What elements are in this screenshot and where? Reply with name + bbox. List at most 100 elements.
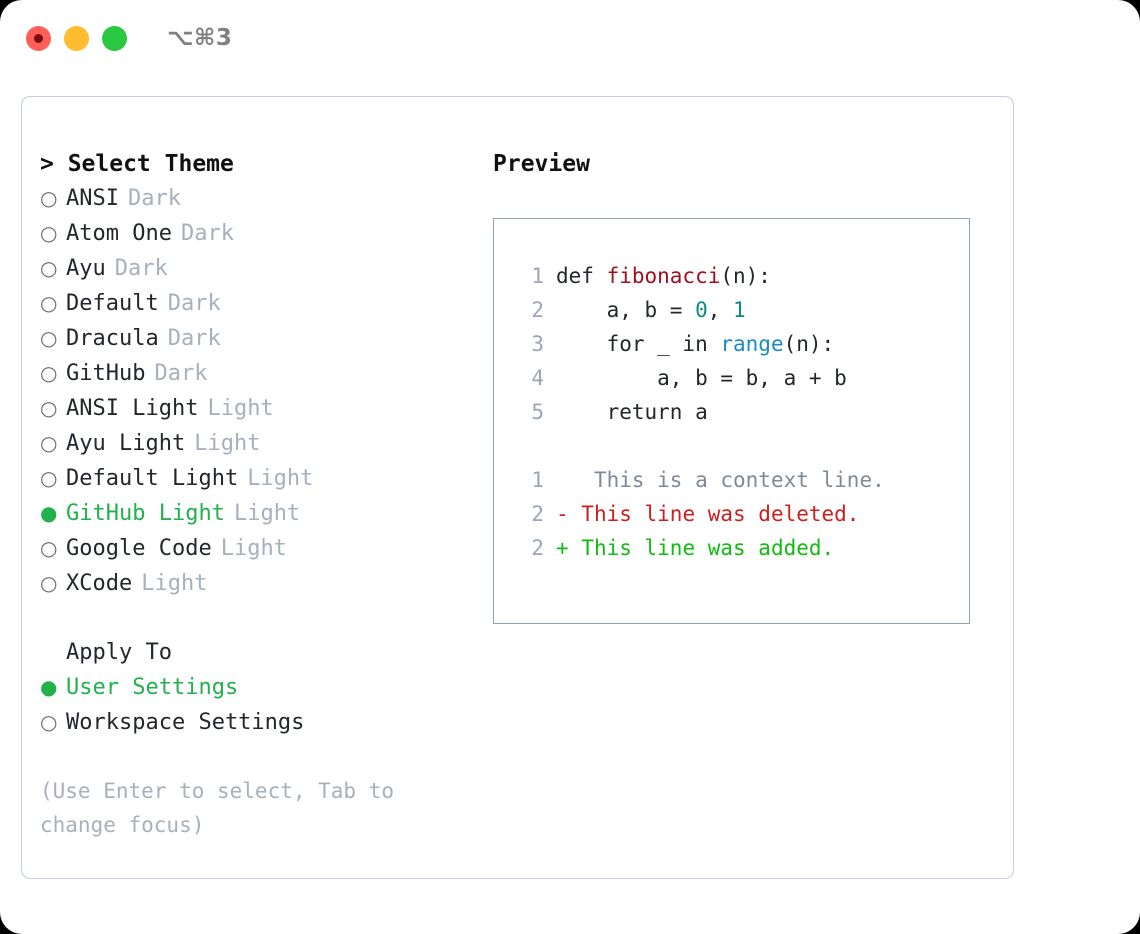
theme-category-tag: Dark — [180, 221, 234, 246]
theme-option-label: Atom One — [66, 221, 172, 246]
theme-category-tag: Light — [233, 501, 301, 526]
theme-option-ansi[interactable]: ○ ANSI Dark — [40, 181, 492, 216]
theme-category-tag: Light — [220, 536, 287, 561]
theme-option-label: Google Code — [66, 536, 212, 561]
code-line-text: a, b = b, a + b — [556, 361, 847, 395]
close-button[interactable] — [26, 25, 51, 51]
code-line: 1 def fibonacci(n): — [514, 259, 969, 293]
code-token-fn: fibonacci — [606, 264, 721, 288]
theme-panel-heading: > Select Theme — [40, 151, 234, 177]
theme-category-tag: Dark — [114, 256, 168, 281]
theme-category-tag: Dark — [167, 326, 221, 351]
theme-option-label: GitHub — [66, 361, 146, 386]
theme-option-label: Default — [66, 291, 159, 316]
code-token-plain: a, b = b, a + b — [556, 366, 847, 390]
code-token-plain: (n): — [783, 332, 835, 356]
code-line: 5 return a — [514, 395, 969, 429]
radio-unselected-icon: ○ — [40, 571, 58, 595]
line-number: 1 — [531, 468, 544, 492]
code-line: 4 a, b = b, a + b — [514, 361, 969, 395]
code-token-num: 1 — [733, 298, 746, 322]
theme-option-label: ANSI Light — [66, 396, 199, 421]
code-line-text: for _ in range(n): — [556, 327, 835, 361]
line-number: 4 — [531, 366, 544, 390]
diff-line-context: 1 This is a context line. — [514, 463, 969, 497]
zoom-button[interactable] — [102, 25, 127, 51]
theme-category-tag: Light — [194, 431, 261, 456]
apply-to-heading: Apply To — [66, 640, 172, 665]
line-number: 2 — [531, 536, 544, 560]
diff-marker: - — [556, 502, 569, 526]
theme-option-atom-one[interactable]: ○ Atom One Dark — [40, 216, 492, 251]
radio-selected-icon: ● — [40, 501, 58, 525]
radio-unselected-icon: ○ — [40, 431, 58, 455]
diff-line-text: This line was added. — [568, 536, 835, 560]
apply-to-option-list[interactable]: ●User Settings○Workspace Settings — [40, 670, 492, 740]
line-number: 5 — [531, 400, 544, 424]
code-line-text: def fibonacci(n): — [556, 259, 771, 293]
apply-to-option-label: Workspace Settings — [66, 710, 305, 735]
theme-option-default[interactable]: ○ Default Dark — [40, 286, 492, 321]
radio-unselected-icon: ○ — [40, 396, 58, 420]
line-number: 3 — [531, 332, 544, 356]
diff-marker — [556, 463, 569, 497]
theme-option-label: ANSI — [66, 186, 119, 211]
radio-unselected-icon: ○ — [40, 186, 58, 210]
theme-option-label: Dracula — [66, 326, 159, 351]
code-token-plain: def — [556, 264, 607, 288]
apply-to-option-user-settings[interactable]: ●User Settings — [40, 670, 492, 705]
radio-unselected-icon: ○ — [40, 326, 58, 350]
theme-category-tag: Light — [247, 466, 314, 491]
diff-line-add: 2+ This line was added. — [514, 531, 969, 565]
theme-option-label: Ayu — [66, 256, 106, 281]
theme-option-xcode[interactable]: ○ XCode Light — [40, 566, 492, 601]
theme-category-tag: Light — [141, 571, 208, 596]
radio-selected-icon: ● — [40, 675, 58, 699]
code-token-call: range — [720, 332, 784, 356]
keyboard-hint: (Use Enter to select, Tab to change focu… — [40, 779, 395, 837]
theme-category-tag: Dark — [167, 291, 221, 316]
radio-unselected-icon: ○ — [40, 221, 58, 245]
theme-category-tag: Dark — [154, 361, 208, 386]
code-token-num: 0 — [695, 298, 708, 322]
apply-to-heading-row: ○ Apply To — [40, 635, 492, 670]
code-token-plain: for _ in — [556, 332, 721, 356]
spacer-bullet: ○ — [40, 635, 66, 669]
theme-option-dracula[interactable]: ○ Dracula Dark — [40, 321, 492, 356]
radio-unselected-icon: ○ — [40, 291, 58, 315]
theme-option-ansi-light[interactable]: ○ ANSI Light Light — [40, 391, 492, 426]
theme-category-tag: Light — [207, 396, 274, 421]
minimize-button[interactable] — [64, 25, 89, 51]
radio-unselected-icon: ○ — [40, 536, 58, 560]
diff-line-del: 2- This line was deleted. — [514, 497, 969, 531]
theme-category-tag: Dark — [127, 186, 181, 211]
theme-option-google-code[interactable]: ○ Google Code Light — [40, 531, 492, 566]
code-line-text: a, b = 0, 1 — [556, 293, 746, 327]
code-line: 2 a, b = 0, 1 — [514, 293, 969, 327]
theme-option-label: Ayu Light — [66, 431, 186, 456]
window-controls — [26, 25, 127, 51]
title-bar: ⌥⌘3 — [0, 0, 1140, 76]
code-token-plain: a, b = — [556, 298, 696, 322]
theme-option-ayu-light[interactable]: ○ Ayu Light Light — [40, 426, 492, 461]
theme-option-label: XCode — [66, 571, 133, 596]
code-token-plain: , — [707, 298, 734, 322]
apply-to-option-workspace-settings[interactable]: ○Workspace Settings — [40, 705, 492, 740]
line-number: 2 — [531, 502, 544, 526]
line-number: 1 — [531, 264, 544, 288]
line-number: 2 — [531, 298, 544, 322]
diff-line-text: This is a context line. — [568, 468, 885, 492]
diff-line-text: This line was deleted. — [568, 502, 860, 526]
code-token-plain: return a — [556, 400, 708, 424]
diff-sample: 1 This is a context line.2- This line wa… — [514, 463, 969, 565]
